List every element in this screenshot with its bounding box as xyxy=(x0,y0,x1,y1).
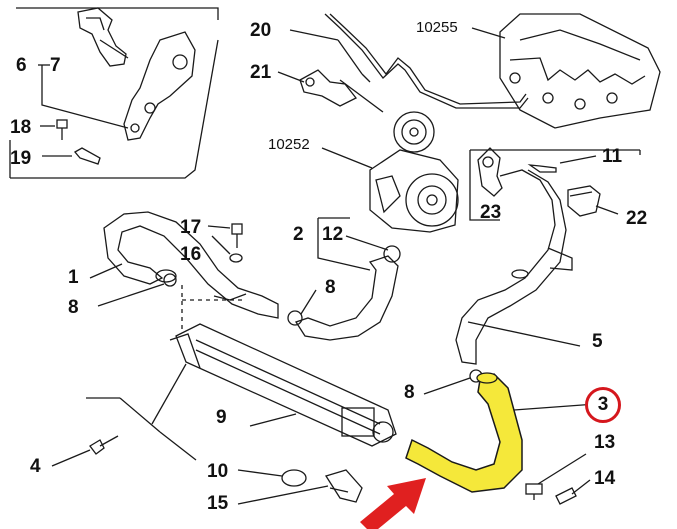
label-15: 15 xyxy=(207,493,229,514)
intercooler-9 xyxy=(169,323,397,447)
part-2-hose xyxy=(295,217,401,341)
label-4: 4 xyxy=(30,456,41,477)
label-19: 19 xyxy=(10,148,32,169)
part-7-bracket xyxy=(77,7,129,67)
clamp-8-lower xyxy=(423,369,483,395)
part-3-hose xyxy=(405,372,597,493)
part-21-sensor xyxy=(277,69,358,107)
label-9: 9 xyxy=(216,407,227,428)
part-6-bracket xyxy=(123,31,196,141)
turbocharger-10252 xyxy=(321,111,459,233)
clamp-8-left xyxy=(97,273,177,307)
clamp-10 xyxy=(237,469,307,487)
intake-manifold-10255 xyxy=(471,13,661,129)
label-5: 5 xyxy=(592,331,603,352)
part-5-pipe xyxy=(455,169,581,365)
label-6: 6 xyxy=(16,55,27,76)
bolt-18-19 xyxy=(40,119,101,165)
bolt-11 xyxy=(527,155,597,173)
label-10: 10 xyxy=(207,461,229,482)
clamp-15 xyxy=(237,469,363,505)
label-10252: 10252 xyxy=(268,136,310,153)
frame-lines-lower-left xyxy=(86,363,197,461)
clamp-8-middle xyxy=(287,289,317,326)
label-22: 22 xyxy=(626,208,648,229)
bracket-frame-lines xyxy=(9,7,219,179)
label-8-lower: 8 xyxy=(404,382,415,403)
label-14: 14 xyxy=(594,468,616,489)
bolt-14 xyxy=(555,479,591,505)
label-2: 2 xyxy=(293,224,304,245)
bolt-4 xyxy=(51,435,119,467)
part-23-flange xyxy=(469,147,641,221)
part-22-sensor xyxy=(567,185,619,217)
label-8-middle: 8 xyxy=(325,277,336,298)
bolt-17-16 xyxy=(207,223,243,263)
label-10255: 10255 xyxy=(416,19,458,36)
part-20-pipe xyxy=(289,13,529,113)
label-8-left: 8 xyxy=(68,297,79,318)
label-18: 18 xyxy=(10,117,32,138)
label-21: 21 xyxy=(250,62,272,83)
label-16: 16 xyxy=(180,244,202,265)
pointer-arrow xyxy=(360,478,426,529)
bolt-13 xyxy=(525,453,587,500)
label-1: 1 xyxy=(68,267,79,288)
label-23: 23 xyxy=(480,202,502,223)
guide-dashes xyxy=(181,285,246,330)
label-11: 11 xyxy=(602,146,623,167)
label-12: 12 xyxy=(322,224,344,245)
label-7: 7 xyxy=(50,55,61,76)
label-20: 20 xyxy=(250,20,272,41)
label-3-highlighted-badge: 3 xyxy=(585,387,621,423)
label-13: 13 xyxy=(594,432,616,453)
label-17: 17 xyxy=(180,217,202,238)
